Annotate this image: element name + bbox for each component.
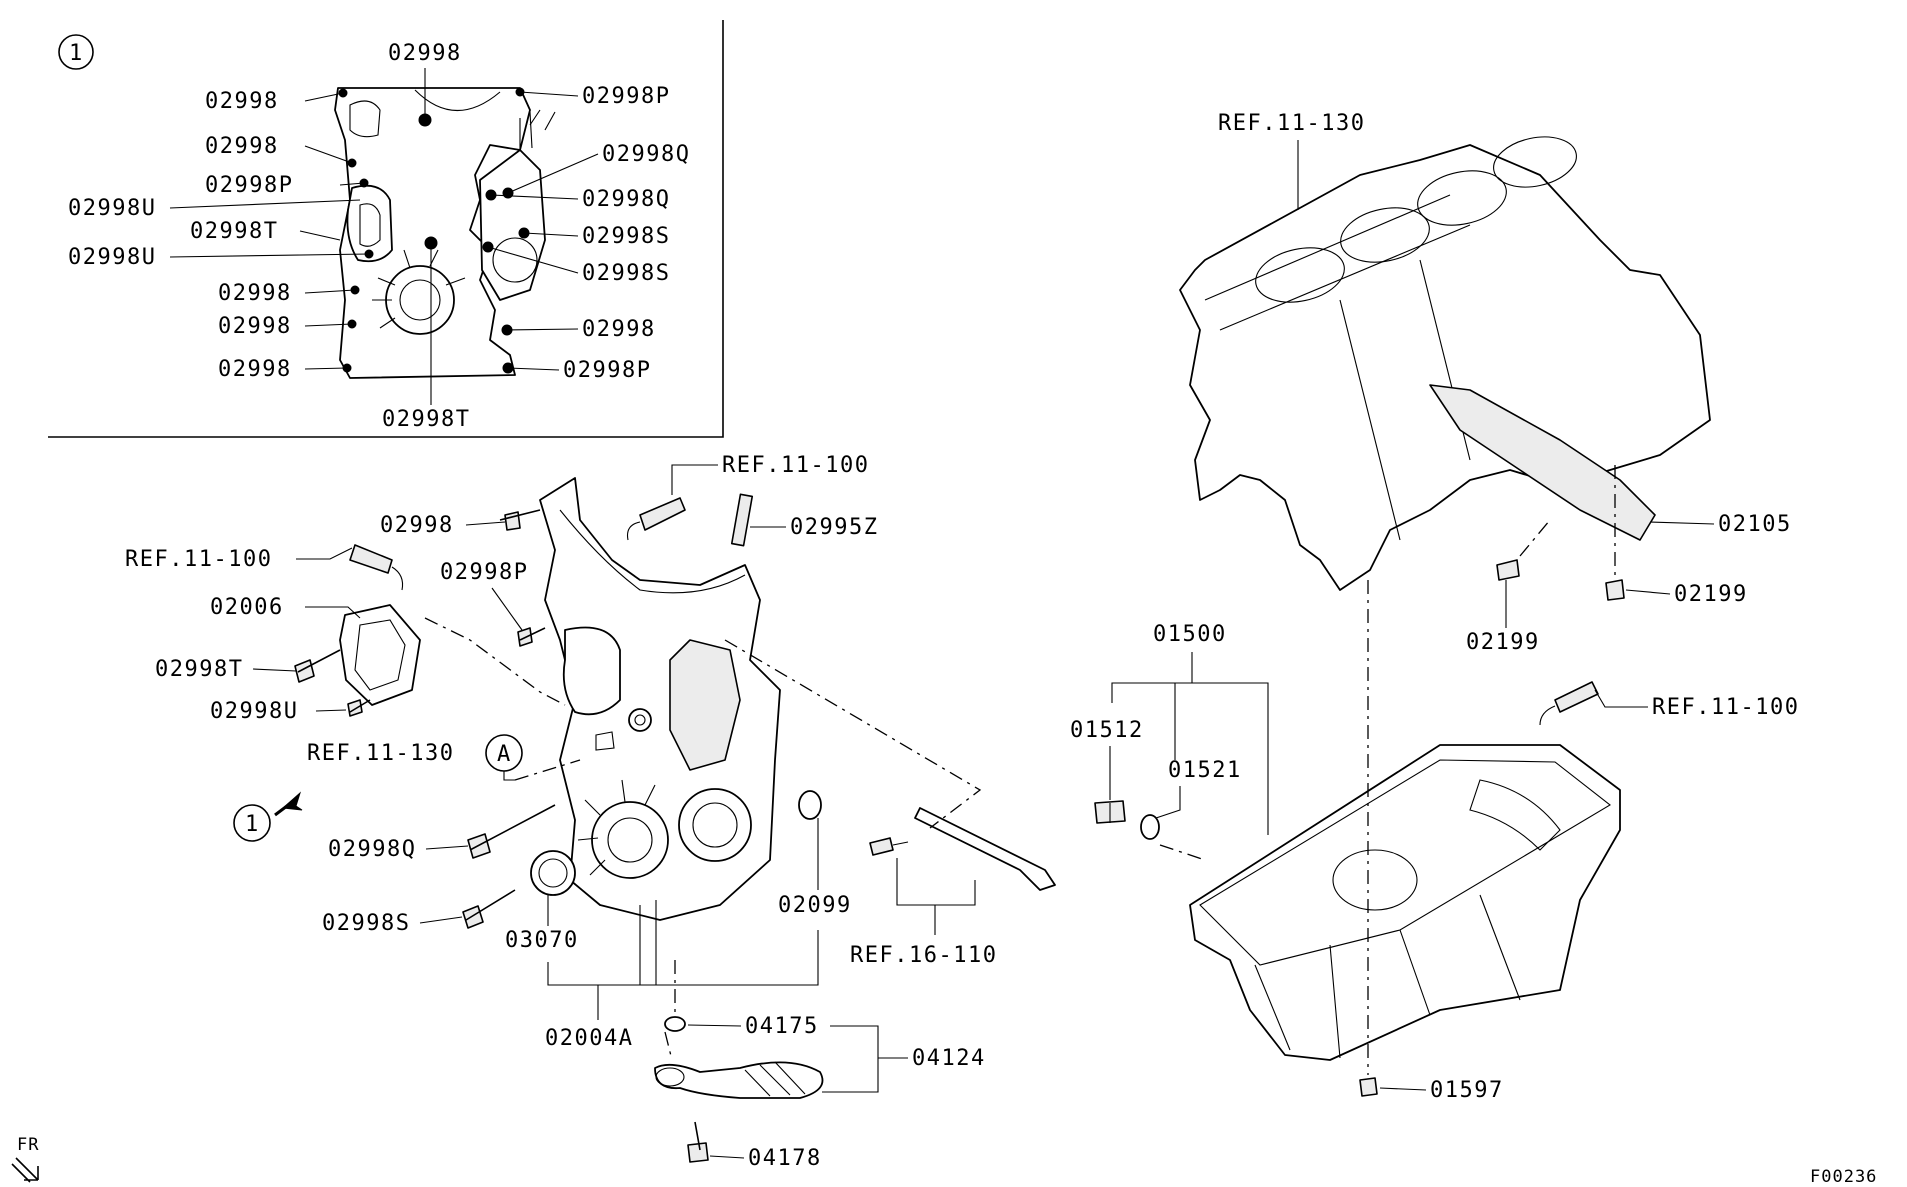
bolt-01597 (1359, 1077, 1378, 1097)
callout-02199-left: 02199 (1466, 630, 1540, 655)
callout-ref-left: REF.11-100 (125, 547, 272, 572)
circle-1-label: 1 (245, 812, 260, 837)
inset-callout-l1: 02998 (205, 89, 279, 114)
callout-02998u: 02998U (210, 699, 298, 724)
callout-ref-block: REF.11-130 (1218, 111, 1365, 136)
callout-02998q: 02998Q (328, 837, 416, 862)
oil-seal-03070 (530, 850, 576, 896)
inset-circle-label: 1 (69, 41, 84, 66)
front-cover-assembly: REF.11-100 02995Z 02998 REF.11-100 02998… (125, 453, 1056, 1171)
sealant-tube-top (639, 497, 686, 531)
bolt-02998u (347, 699, 371, 717)
bolt-02998s (462, 889, 516, 929)
callout-ref-pan: REF.11-100 (1652, 695, 1799, 720)
bolt-04178 (687, 1121, 709, 1163)
o-ring-04175 (664, 1016, 686, 1032)
inset-frame (48, 20, 724, 438)
dowel-pin (730, 493, 754, 547)
inset-callout-r6: 02998 (582, 317, 656, 342)
inset-callout-r1: 02998P (582, 84, 670, 109)
callout-04175: 04175 (745, 1014, 819, 1039)
inset-callout-bottom: 02998T (382, 407, 470, 432)
callout-01521: 01521 (1168, 758, 1242, 783)
callout-02199-right: 02199 (1674, 582, 1748, 607)
rear-seal-plate-02105 (1429, 384, 1656, 541)
oil-pan-drawing (1189, 744, 1621, 1061)
inset-view: 1 (48, 20, 724, 438)
bolt-02998t (294, 649, 341, 683)
callout-02099: 02099 (778, 893, 852, 918)
callout-02995z: 02995Z (790, 515, 878, 540)
callout-02998t: 02998T (155, 657, 243, 682)
bolt-02998 (499, 509, 541, 531)
inset-callout-r4: 02998S (582, 224, 670, 249)
inset-callout-r7: 02998P (563, 358, 651, 383)
callout-01512: 01512 (1070, 718, 1144, 743)
inset-callout-l6: 02998U (68, 245, 156, 270)
o-ring-02099 (798, 790, 822, 820)
callout-02004a: 02004A (545, 1026, 633, 1051)
callout-ref-top: REF.11-100 (722, 453, 869, 478)
callout-02006: 02006 (210, 595, 284, 620)
bolt-02998p (517, 627, 546, 647)
callout-04124: 04124 (912, 1046, 986, 1071)
oil-strainer-04124 (654, 1061, 824, 1099)
diagram-code: F00236 (1810, 1167, 1877, 1187)
inset-callout-l9: 02998 (218, 357, 292, 382)
circle-1-marker (233, 804, 271, 842)
callout-ref-16-110: REF.16-110 (850, 943, 997, 968)
inset-callout-top: 02998 (388, 41, 462, 66)
inset-callout-l4: 02998U (68, 196, 156, 221)
inset-cover-drawing (334, 87, 556, 379)
inset-callout-l7: 02998 (218, 281, 292, 306)
callout-04178: 04178 (748, 1146, 822, 1171)
callout-02105: 02105 (1718, 512, 1792, 537)
inset-callout-r2: 02998Q (602, 142, 690, 167)
fr-arrow-icon (11, 1157, 39, 1183)
inset-callout-l8: 02998 (218, 314, 292, 339)
bolt-02998q (467, 804, 556, 859)
inset-callout-l5: 02998T (190, 219, 278, 244)
fr-indicator: FR (11, 1135, 39, 1183)
callout-ref-11-130: REF.11-130 (307, 741, 454, 766)
callout-03070: 03070 (505, 928, 579, 953)
gasket-01521 (1140, 814, 1160, 840)
callout-01597: 01597 (1430, 1078, 1504, 1103)
inset-callout-l3: 02998P (205, 173, 293, 198)
callout-02998s: 02998S (322, 911, 410, 936)
bolt-02199-right (1605, 579, 1625, 601)
inset-callout-r5: 02998S (582, 261, 670, 286)
gasket-02006 (339, 604, 421, 706)
fr-label: FR (17, 1135, 39, 1155)
inset-circle-marker (58, 34, 94, 70)
bracket-ref-16-110 (914, 807, 1056, 891)
inset-callout-l2: 02998 (205, 134, 279, 159)
circle-a-label: A (497, 742, 512, 767)
callout-02998p: 02998P (440, 560, 528, 585)
inset-callout-r3: 02998Q (582, 187, 670, 212)
sealant-tube-pan (1554, 681, 1599, 713)
block-and-pan-assembly: REF.11-130 02105 02199 02199 01500 01512… (1070, 111, 1799, 1103)
sealant-tube-left (349, 544, 393, 574)
bolt-02199-left (1496, 559, 1520, 581)
callout-01500: 01500 (1153, 622, 1227, 647)
callout-02998: 02998 (380, 513, 454, 538)
